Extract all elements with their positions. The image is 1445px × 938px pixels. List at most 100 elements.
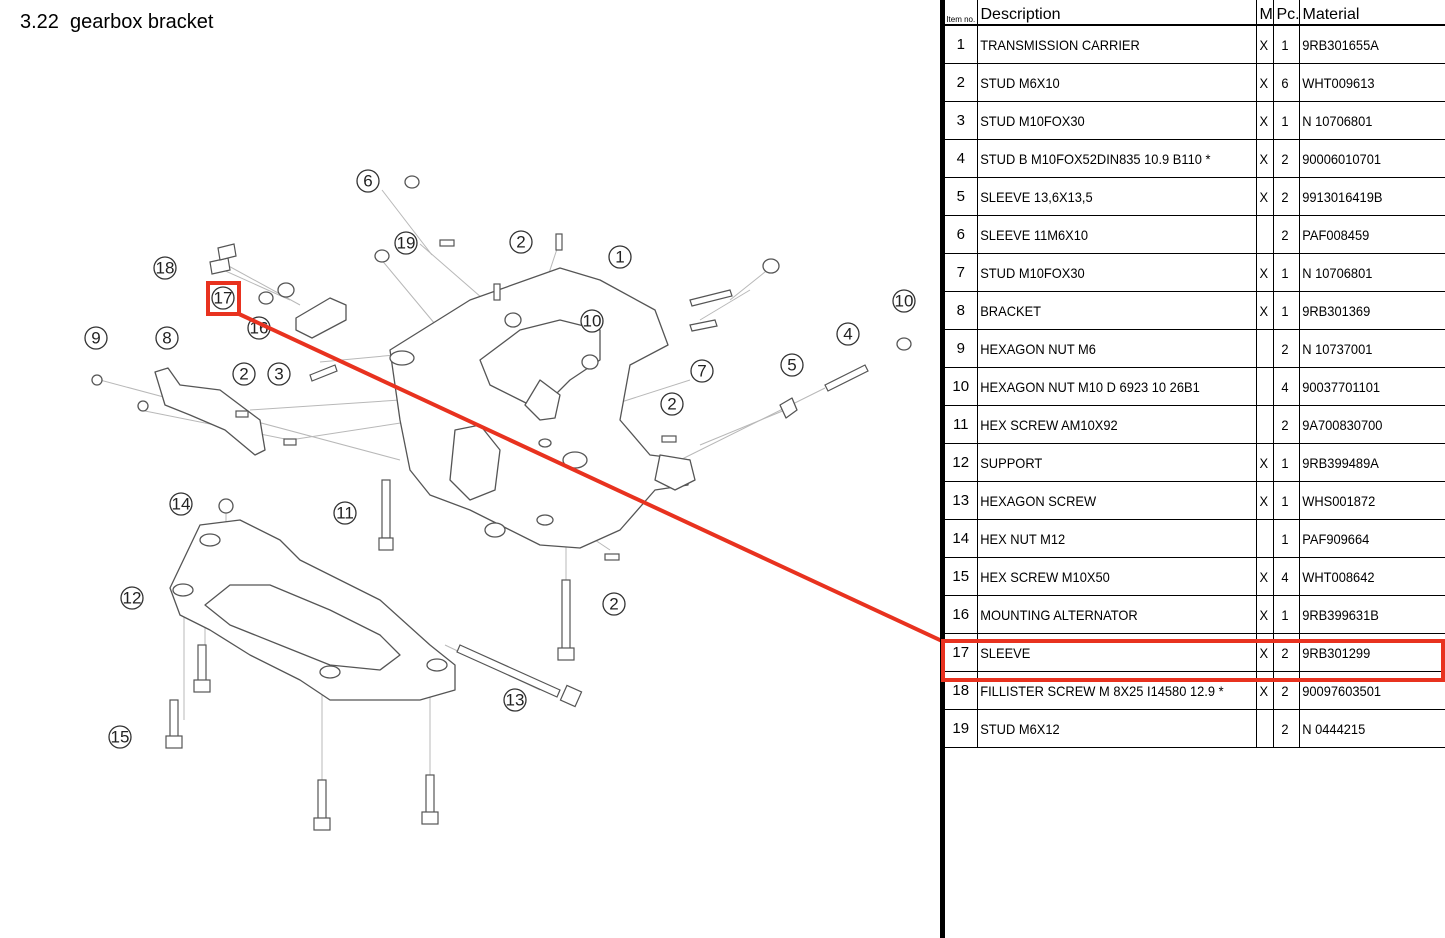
cell-material: 90037701101 xyxy=(1298,367,1434,406)
callout-label: 9 xyxy=(91,329,100,348)
cell-material: 9RB399631B xyxy=(1298,595,1434,634)
header-item-no: Item no. xyxy=(945,0,977,26)
cell-description: HEXAGON NUT M10 D 6923 10 26B1 xyxy=(976,367,1234,406)
cell-pc: 2 xyxy=(1272,215,1297,254)
cell-material: WHT009613 xyxy=(1298,63,1434,102)
cell-pc: 1 xyxy=(1272,253,1297,292)
cell-description: STUD M10FOX30 xyxy=(976,253,1234,292)
cell-description: STUD M10FOX30 xyxy=(976,101,1234,140)
cell-item-no: 7 xyxy=(945,253,977,292)
cell-description: HEXAGON NUT M6 xyxy=(976,329,1234,368)
header-pc: Pc. xyxy=(1272,0,1300,26)
cell-m: X xyxy=(1255,25,1272,64)
cell-item-no: 9 xyxy=(945,329,977,368)
callout-17-highlight xyxy=(206,281,241,316)
callout-label: 10 xyxy=(895,292,914,311)
cell-m xyxy=(1255,709,1272,748)
callout-label: 5 xyxy=(787,356,796,375)
callout-label: 1 xyxy=(615,248,624,267)
cell-item-no: 16 xyxy=(945,595,977,634)
cell-pc: 1 xyxy=(1272,595,1297,634)
cell-pc: 1 xyxy=(1272,481,1297,520)
cell-m xyxy=(1255,329,1272,368)
cell-material: WHT008642 xyxy=(1298,557,1434,596)
cell-description: TRANSMISSION CARRIER xyxy=(976,25,1234,64)
cell-item-no: 15 xyxy=(945,557,977,596)
page-title: 3.22 gearbox bracket xyxy=(20,11,214,33)
cell-m: X xyxy=(1255,177,1272,216)
cell-material: N 10706801 xyxy=(1298,101,1434,140)
callout-label: 6 xyxy=(363,172,372,191)
cell-item-no: 3 xyxy=(945,101,977,140)
cell-m: X xyxy=(1255,139,1272,178)
cell-item-no: 13 xyxy=(945,481,977,520)
cell-pc: 4 xyxy=(1272,367,1297,406)
callout-label: 2 xyxy=(609,595,618,614)
cell-m: X xyxy=(1255,595,1272,634)
cell-pc: 1 xyxy=(1272,291,1297,330)
cell-pc: 1 xyxy=(1272,519,1297,558)
cell-description: STUD M6X10 xyxy=(976,63,1234,102)
cell-m: X xyxy=(1255,443,1272,482)
cell-pc: 2 xyxy=(1272,177,1297,216)
cell-m: X xyxy=(1255,481,1272,520)
cell-pc: 2 xyxy=(1272,139,1297,178)
cell-material: 9913016419B xyxy=(1298,177,1434,216)
cell-item-no: 2 xyxy=(945,63,977,102)
header-m: M xyxy=(1255,0,1273,26)
callout-label: 17 xyxy=(214,289,233,308)
cell-pc: 1 xyxy=(1272,443,1297,482)
highlight-connector-line xyxy=(238,312,940,643)
cell-material: N 10737001 xyxy=(1298,329,1434,368)
cell-pc: 4 xyxy=(1272,557,1297,596)
cell-description: HEX SCREW M10X50 xyxy=(976,557,1234,596)
cell-material: 9A700830700 xyxy=(1298,405,1434,444)
cell-description: HEX SCREW AM10X92 xyxy=(976,405,1234,444)
callout-label: 8 xyxy=(162,329,171,348)
callout-label: 11 xyxy=(336,504,354,523)
cell-m: X xyxy=(1255,101,1272,140)
callout-label: 2 xyxy=(516,233,525,252)
cell-material: 9RB301655A xyxy=(1298,25,1434,64)
cell-description: STUD M6X12 xyxy=(976,709,1234,748)
cell-m xyxy=(1255,215,1272,254)
cell-pc: 2 xyxy=(1272,671,1297,710)
cell-description: MOUNTING ALTERNATOR xyxy=(976,595,1234,634)
cell-material: PAF008459 xyxy=(1298,215,1434,254)
cell-item-no: 12 xyxy=(945,443,977,482)
cell-m xyxy=(1255,367,1272,406)
cell-m: X xyxy=(1255,63,1272,102)
cell-pc: 6 xyxy=(1272,63,1297,102)
cell-description: STUD B M10FOX52DIN835 10.9 B110 * xyxy=(976,139,1234,178)
cell-material: 9RB301369 xyxy=(1298,291,1434,330)
callout-label: 12 xyxy=(123,589,142,608)
callout-label: 15 xyxy=(111,728,130,747)
callout-label: 14 xyxy=(172,495,191,514)
cell-item-no: 14 xyxy=(945,519,977,558)
cell-m: X xyxy=(1255,291,1272,330)
cell-m: X xyxy=(1255,557,1272,596)
cell-material: PAF909664 xyxy=(1298,519,1434,558)
cell-pc: 2 xyxy=(1272,405,1297,444)
callout-label: 13 xyxy=(506,691,525,710)
callout-label: 2 xyxy=(667,395,676,414)
exploded-parts-diagram: 6 19 2 1 18 17 16 10 10 9 8 2 3 7 5 4 2 … xyxy=(84,169,940,831)
callout-label: 19 xyxy=(397,234,416,253)
callout-label: 2 xyxy=(239,365,248,384)
callout-label: 3 xyxy=(274,365,283,384)
cell-item-no: 18 xyxy=(945,671,977,710)
cell-description: FILLISTER SCREW M 8X25 I14580 12.9 * xyxy=(976,671,1234,710)
cell-material: 9RB399489A xyxy=(1298,443,1434,482)
